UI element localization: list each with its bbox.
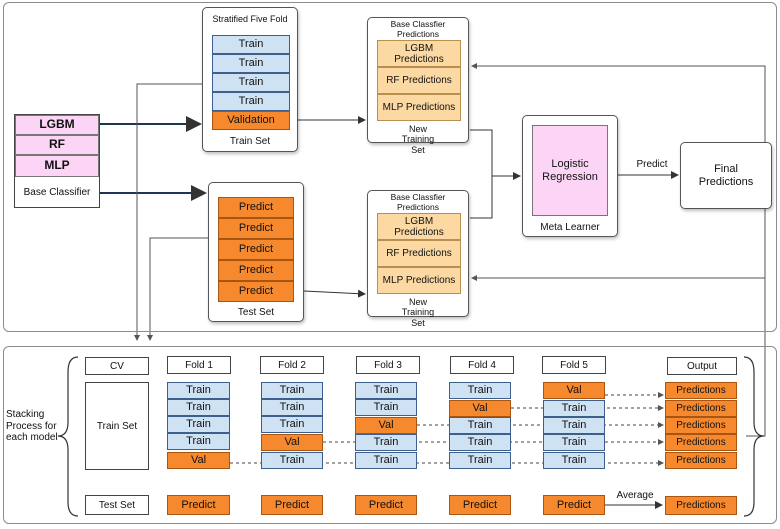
fold-3-val: Val xyxy=(355,417,417,434)
output-predictions: Predictions xyxy=(665,400,737,417)
output-predictions: Predictions xyxy=(665,434,737,451)
fold-3-train: Train xyxy=(355,399,417,416)
fold-5-train: Train xyxy=(543,452,605,469)
fold-2-val: Val xyxy=(261,434,323,451)
fold-4-train: Train xyxy=(449,382,511,399)
test-predict-row: Predict xyxy=(218,197,294,218)
output-header: Output xyxy=(667,357,737,375)
base-classifier-caption: Base Classifier xyxy=(23,187,91,198)
fold-3-train: Train xyxy=(355,434,417,451)
final-predictions-box: Final Predictions xyxy=(680,142,772,209)
average-label: Average xyxy=(616,490,654,501)
train-fold-row: Train xyxy=(212,73,290,92)
meta-learner-box: Logistic Regression Meta Learner xyxy=(522,115,618,237)
train-set-title: Stratified Five Fold xyxy=(212,14,288,24)
fold-3-train: Train xyxy=(355,452,417,469)
fold-2-train: Train xyxy=(261,452,323,469)
base-classifier-rf: RF xyxy=(15,135,99,155)
test-predict-row: Predict xyxy=(218,281,294,302)
fold-1-train: Train xyxy=(167,399,230,416)
logistic-regression-cell: Logistic Regression xyxy=(532,125,608,216)
fold-4-header: Fold 4 xyxy=(450,356,514,374)
rf-predictions-cell: RF Predictions xyxy=(377,67,461,94)
fold-1-predict: Predict xyxy=(167,495,230,515)
test-set-box: Predict Predict Predict Predict Predict … xyxy=(208,182,304,322)
test-predict-row: Predict xyxy=(218,239,294,260)
new-training-set-caption: New Training Set xyxy=(401,124,435,155)
fold-2-train: Train xyxy=(261,399,323,416)
meta-learner-caption: Meta Learner xyxy=(540,222,600,233)
test-set-caption: Test Set xyxy=(237,307,275,318)
mlp-predictions-cell: MLP Predictions xyxy=(377,267,461,294)
test-predict-row: Predict xyxy=(218,218,294,239)
lgbm-predictions-cell: LGBM Predictions xyxy=(377,213,461,240)
base-predictions-title: Base Classfier Predictions xyxy=(390,19,446,39)
fold-2-train: Train xyxy=(261,416,323,433)
fold-4-train: Train xyxy=(449,434,511,451)
mlp-predictions-cell: MLP Predictions xyxy=(377,94,461,121)
fold-1-val: Val xyxy=(167,452,230,469)
train-fold-row: Train xyxy=(212,35,290,54)
fold-2-train: Train xyxy=(261,382,323,399)
output-test-predictions: Predictions xyxy=(665,496,737,515)
base-classifier-lgbm: LGBM xyxy=(15,115,99,135)
fold-5-val: Val xyxy=(543,382,605,399)
fold-4-train: Train xyxy=(449,417,511,434)
stacking-process-label: Stacking Process for each model xyxy=(6,409,58,443)
fold-3-predict: Predict xyxy=(355,495,417,515)
fold-1-train: Train xyxy=(167,382,230,399)
train-set-caption: Train Set xyxy=(229,136,271,147)
rf-predictions-cell: RF Predictions xyxy=(377,240,461,267)
fold-3-train: Train xyxy=(355,382,417,399)
base-classifier-box: LGBM RF MLP Base Classifier xyxy=(14,114,100,208)
base-predictions-lower: Base Classfier Predictions LGBM Predicti… xyxy=(367,190,469,328)
output-predictions: Predictions xyxy=(665,417,737,434)
output-predictions: Predictions xyxy=(665,452,737,469)
base-predictions-upper: Base Classfier Predictions LGBM Predicti… xyxy=(367,17,469,155)
fold-4-predict: Predict xyxy=(449,495,511,515)
train-set-row-label: Train Set xyxy=(85,382,149,470)
top-panel xyxy=(3,2,777,332)
test-predict-row: Predict xyxy=(218,260,294,281)
fold-5-predict: Predict xyxy=(543,495,605,515)
lgbm-predictions-cell: LGBM Predictions xyxy=(377,40,461,67)
fold-5-train: Train xyxy=(543,400,605,417)
fold-1-train: Train xyxy=(167,416,230,433)
fold-4-val: Val xyxy=(449,400,511,417)
test-set-row-label: Test Set xyxy=(85,495,149,515)
new-training-set-caption: New Training Set xyxy=(401,297,435,328)
fold-5-header: Fold 5 xyxy=(542,356,606,374)
fold-5-train: Train xyxy=(543,434,605,451)
output-predictions: Predictions xyxy=(665,382,737,399)
final-predictions-label: Final Predictions xyxy=(698,163,754,188)
fold-1-header: Fold 1 xyxy=(167,356,231,374)
fold-4-train: Train xyxy=(449,452,511,469)
base-predictions-title: Base Classfier Predictions xyxy=(390,192,446,212)
validation-fold-row: Validation xyxy=(212,111,290,130)
base-classifier-mlp: MLP xyxy=(15,155,99,177)
cv-header: CV xyxy=(85,357,149,375)
fold-2-header: Fold 2 xyxy=(260,356,324,374)
fold-5-train: Train xyxy=(543,417,605,434)
predict-arrow-label: Predict xyxy=(636,159,668,170)
fold-1-train: Train xyxy=(167,433,230,450)
bottom-panel xyxy=(3,346,777,524)
fold-2-predict: Predict xyxy=(261,495,323,515)
train-fold-row: Train xyxy=(212,54,290,73)
train-set-box: Stratified Five Fold Train Train Train T… xyxy=(202,7,298,152)
train-fold-row: Train xyxy=(212,92,290,111)
fold-3-header: Fold 3 xyxy=(356,356,420,374)
